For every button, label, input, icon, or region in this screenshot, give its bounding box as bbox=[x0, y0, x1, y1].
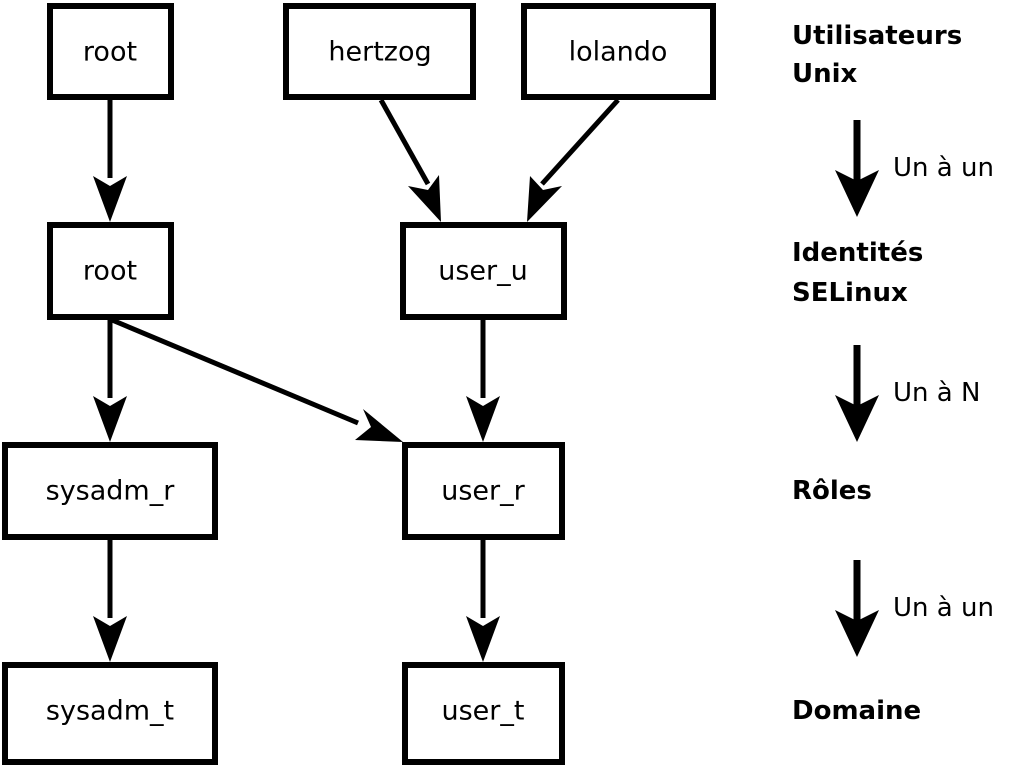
legend-level-label-line2: Unix bbox=[792, 59, 858, 89]
edge-id-root-to-sysadm-r bbox=[93, 320, 127, 442]
legend-level-selinux-identities: Identités SELinux bbox=[792, 238, 923, 308]
edge-lolando-to-user-u bbox=[527, 98, 620, 222]
edge-unix-root-to-id-root bbox=[93, 100, 127, 222]
legend-column: Utilisateurs Unix Un à un Identités SELi… bbox=[792, 21, 994, 726]
node-label: root bbox=[83, 37, 137, 68]
edge-id-root-to-user-r bbox=[111, 317, 403, 442]
node-label: user_t bbox=[442, 696, 525, 727]
legend-level-label-line2: SELinux bbox=[792, 278, 908, 308]
node-identity-user-u[interactable]: user_u bbox=[400, 222, 567, 320]
node-label: root bbox=[83, 256, 137, 287]
node-label: user_r bbox=[441, 476, 525, 507]
edge-hertzog-to-user-u bbox=[378, 98, 441, 222]
node-label: lolando bbox=[569, 37, 668, 68]
edges-layer bbox=[93, 98, 620, 662]
legend-level-label-line1: Utilisateurs bbox=[792, 21, 962, 51]
node-role-sysadm-r[interactable]: sysadm_r bbox=[2, 442, 218, 540]
nodes-layer: root hertzog lolando root user_u sysadm_ bbox=[2, 3, 716, 765]
legend-arrow-icon bbox=[835, 395, 879, 442]
edge-user-r-to-user-t bbox=[466, 540, 500, 662]
edge-user-u-to-user-r bbox=[466, 320, 500, 442]
legend-arrow-icon bbox=[835, 610, 879, 657]
legend-level-unix-users: Utilisateurs Unix bbox=[792, 21, 962, 89]
node-domain-sysadm-t[interactable]: sysadm_t bbox=[2, 662, 218, 765]
node-label: hertzog bbox=[328, 37, 431, 68]
legend-relation-identities-to-roles: Un à N bbox=[835, 345, 980, 442]
edge-sysadm-r-to-sysadm-t bbox=[93, 540, 127, 662]
legend-relation-roles-to-domaine: Un à un bbox=[835, 560, 994, 657]
legend-relation-users-to-identities: Un à un bbox=[835, 120, 994, 217]
node-label: user_u bbox=[438, 256, 528, 287]
legend-level-domaine: Domaine bbox=[792, 696, 921, 726]
node-domain-user-t[interactable]: user_t bbox=[402, 662, 565, 765]
legend-relation-label: Un à un bbox=[893, 153, 994, 183]
node-role-user-r[interactable]: user_r bbox=[402, 442, 565, 540]
legend-relation-label: Un à N bbox=[893, 378, 980, 408]
legend-arrow-icon bbox=[835, 170, 879, 217]
node-unix-lolando[interactable]: lolando bbox=[521, 3, 716, 100]
legend-level-label-line1: Identités bbox=[792, 238, 923, 268]
node-unix-hertzog[interactable]: hertzog bbox=[283, 3, 476, 100]
node-identity-root[interactable]: root bbox=[47, 222, 174, 320]
legend-level-label: Rôles bbox=[792, 476, 872, 506]
node-label: sysadm_t bbox=[46, 696, 174, 727]
node-label: sysadm_r bbox=[46, 476, 176, 507]
legend-relation-label: Un à un bbox=[893, 593, 994, 623]
node-unix-root[interactable]: root bbox=[47, 3, 174, 100]
legend-level-roles: Rôles bbox=[792, 476, 872, 506]
legend-level-label: Domaine bbox=[792, 696, 921, 726]
